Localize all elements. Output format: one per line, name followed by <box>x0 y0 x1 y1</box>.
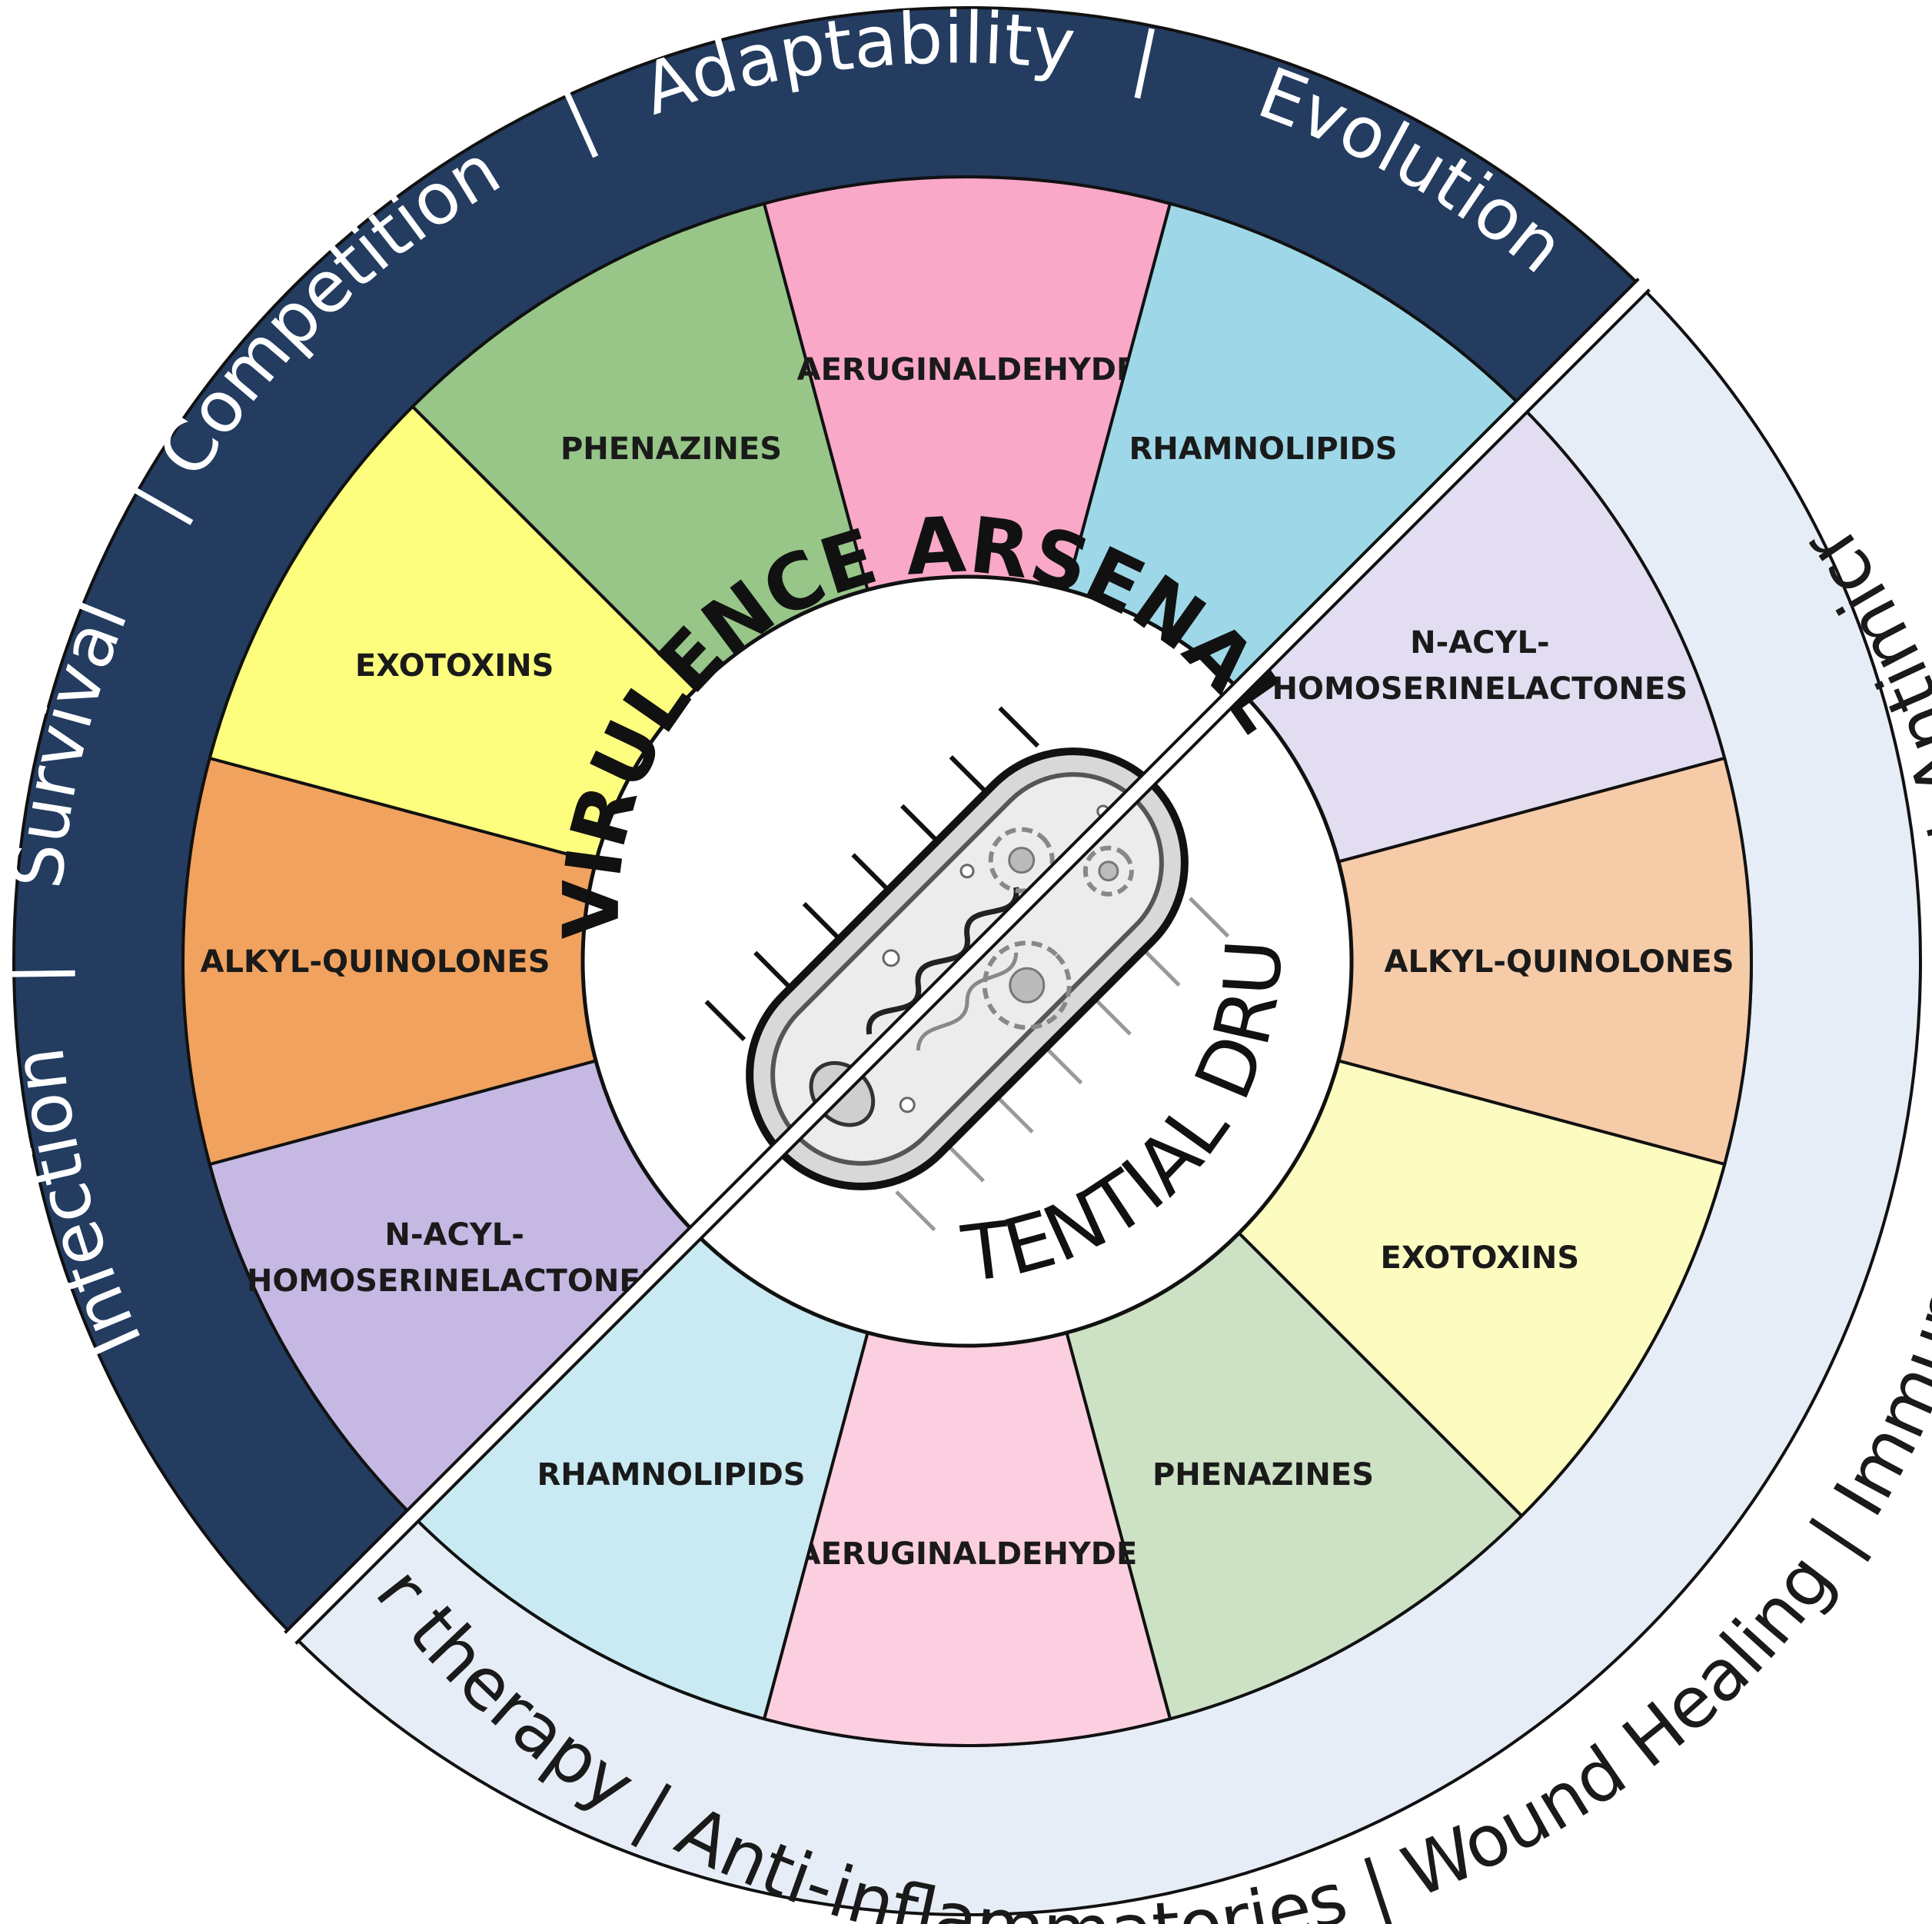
segment-label-line: RHAMNOLIPIDS <box>537 1457 805 1493</box>
pilus-line <box>895 1190 936 1232</box>
outer-ring-bottom-band <box>293 287 1920 1915</box>
segment-label: ALKYL-QUINOLONES <box>200 944 550 980</box>
pilus-line <box>704 1000 747 1042</box>
diagonal-divider <box>285 279 1649 1643</box>
segment-label-line: N-ACYL- <box>384 1217 524 1253</box>
segment-label-line: RHAMNOLIPIDS <box>1129 431 1397 467</box>
segment-label-line: HOMOSERINELACTONES <box>247 1263 663 1299</box>
diagonal-divider-edge <box>294 288 1651 1645</box>
segment-label-line: PHENAZINES <box>560 431 782 467</box>
pilus-line <box>802 902 844 944</box>
segment-label: EXOTOXINS <box>1381 1240 1580 1276</box>
pilus-line <box>943 1141 985 1183</box>
gear-icon <box>982 940 1072 1030</box>
pilus-line <box>1042 1044 1083 1085</box>
pilus-line <box>949 755 991 797</box>
pilus-line <box>998 706 1040 748</box>
segment-label: ALKYL-QUINOLONES <box>1384 944 1734 980</box>
segment-label-line: ALKYL-QUINOLONES <box>200 944 550 980</box>
granule <box>899 1097 916 1113</box>
segment-label-line: HOMOSERINELACTONES <box>1272 671 1688 707</box>
pilus-line <box>900 804 942 846</box>
segment-label: EXOTOXINS <box>355 648 554 684</box>
segment-label-line: EXOTOXINS <box>1381 1240 1580 1276</box>
segment-label: AERUGINALDEHYDE <box>797 1536 1138 1572</box>
gear-hub <box>1098 860 1119 882</box>
gear-hub <box>1009 967 1046 1004</box>
pilus-line <box>1139 945 1181 987</box>
granule <box>959 864 975 879</box>
segment-label-line: AERUGINALDEHYDE <box>797 352 1138 388</box>
outer-ring-top-band <box>14 8 1641 1636</box>
dna-strand <box>866 887 1019 1035</box>
segment-label: PHENAZINES <box>1152 1457 1374 1493</box>
segment-label-line: AERUGINALDEHYDE <box>797 1536 1138 1572</box>
segment-label: PHENAZINES <box>560 431 782 467</box>
pilus-line <box>993 1092 1034 1133</box>
gear-icon <box>1082 845 1134 897</box>
segment-label-line: PHENAZINES <box>1152 1457 1374 1493</box>
segment-label: RHAMNOLIPIDS <box>1129 431 1397 467</box>
gear-hub <box>1008 847 1036 874</box>
potential-drug-segments: N-ACYL- HOMOSERINELACTONES ALKYL-QUINOLONE… <box>410 404 1753 1747</box>
pilus-line <box>1090 994 1132 1036</box>
pilus-line <box>1189 897 1230 938</box>
segment-label-line: EXOTOXINS <box>355 648 554 684</box>
segment-label: AERUGINALDEHYDE <box>797 352 1138 388</box>
granule <box>882 949 900 967</box>
dna-strand <box>916 952 1019 1051</box>
outer-ring <box>14 8 1920 1915</box>
segment-label: N-ACYL- HOMOSERINELACTONES <box>1272 625 1688 707</box>
outer-top-separator: | <box>0 961 75 986</box>
pilus-line <box>753 950 795 993</box>
pilus-line <box>851 853 893 895</box>
segment-label: RHAMNOLIPIDS <box>537 1457 805 1493</box>
segment-label-line: ALKYL-QUINOLONES <box>1384 944 1734 980</box>
gear-icon <box>988 827 1055 894</box>
segment-label-line: N-ACYL- <box>1410 625 1549 661</box>
diagonal-divider-edge <box>284 278 1640 1634</box>
segment-label: N-ACYL- HOMOSERINELACTONES <box>247 1217 663 1299</box>
